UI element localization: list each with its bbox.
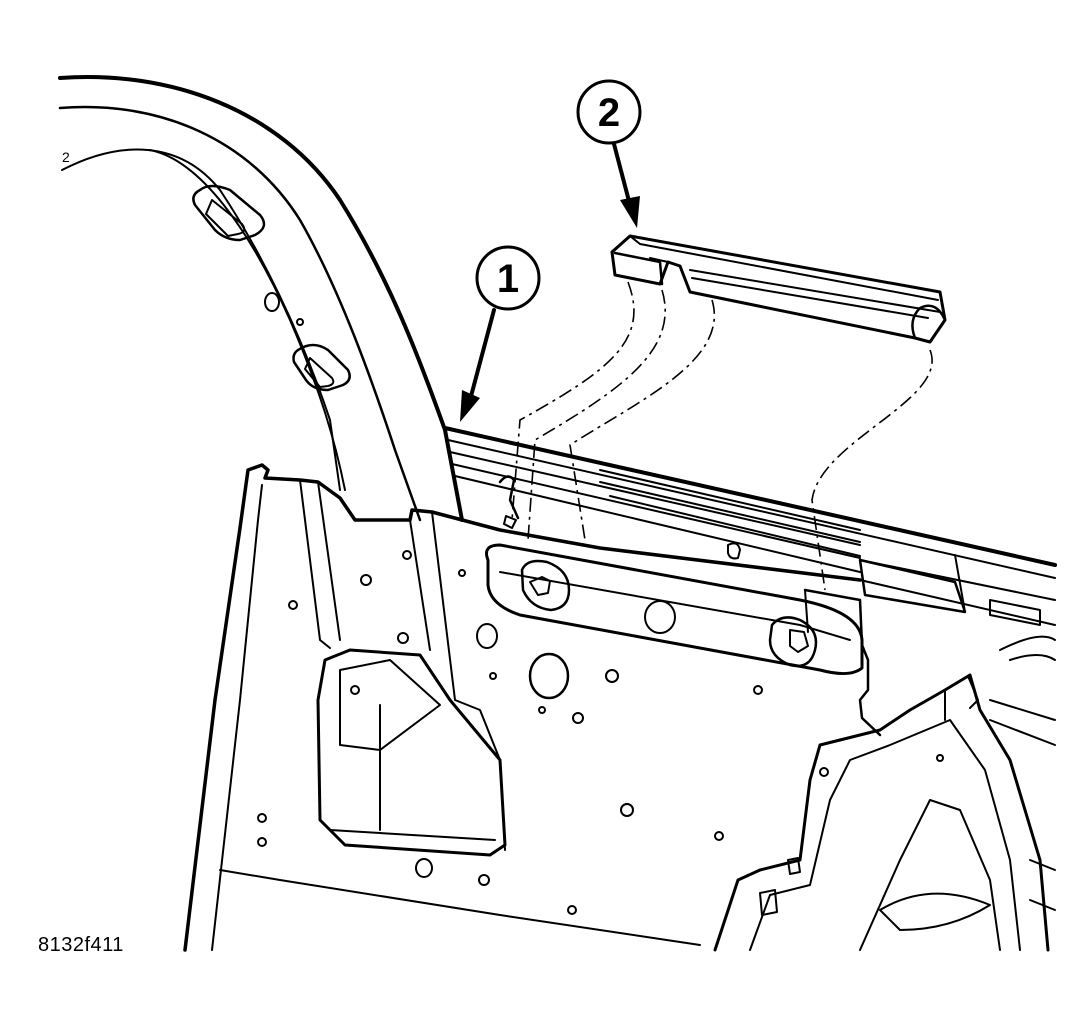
callout-1-arrowhead [460, 390, 480, 422]
callout-1-label: 1 [497, 257, 519, 301]
roof-pillar [58, 75, 464, 522]
roof-rail-channel [443, 426, 1057, 626]
callout-2-label: 2 [598, 91, 620, 135]
body-side-panel [183, 463, 944, 952]
callout-2-arrowhead [620, 196, 640, 228]
figure-id: 8132f411 [38, 934, 124, 956]
weatherstrip-seal [610, 234, 947, 344]
inner-wheelhouse [713, 635, 1056, 952]
installation-path-lines [498, 281, 933, 591]
callout-1: 1 [460, 245, 541, 422]
corner-mark: 2 [62, 149, 70, 165]
callout-2: 2 [576, 79, 642, 228]
